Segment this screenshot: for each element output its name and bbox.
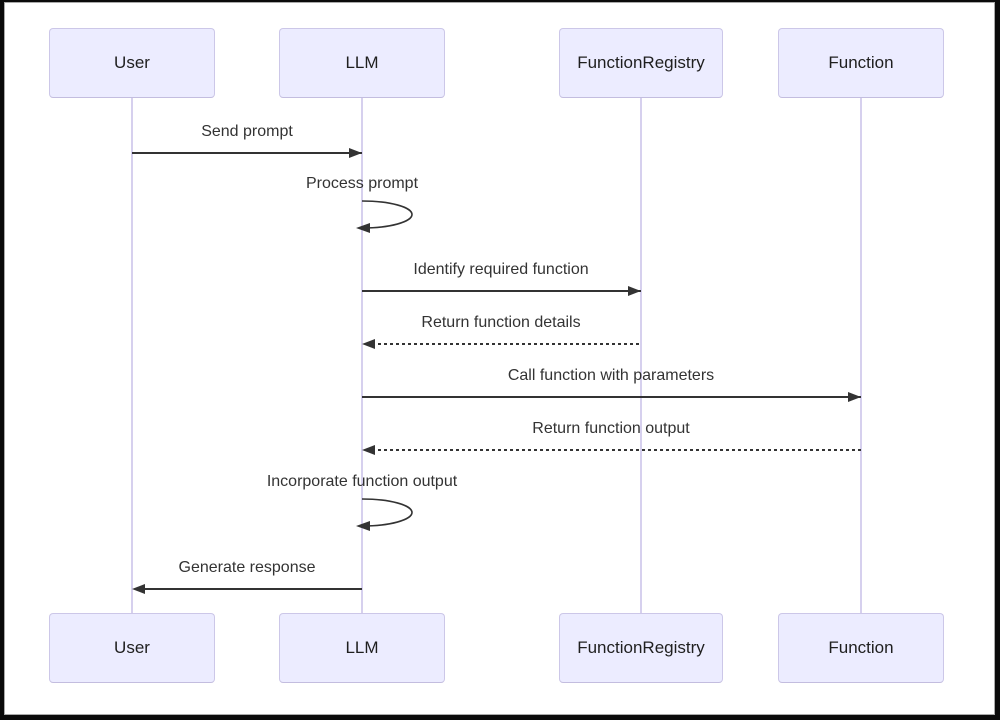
actor-label: Function — [828, 53, 894, 72]
message-label-generate-response: Generate response — [178, 559, 316, 576]
actor-top-llm: LLM — [279, 28, 445, 98]
message-label-call-function-with-parameters: Call function with parameters — [507, 367, 715, 384]
actor-label: LLM — [345, 638, 379, 657]
lifeline-function — [860, 98, 862, 613]
actor-label: User — [114, 53, 150, 72]
actor-bottom-llm: LLM — [279, 613, 445, 683]
message-label-incorporate-function-output: Incorporate function output — [266, 473, 458, 490]
actor-top-functionregistry: FunctionRegistry — [559, 28, 723, 98]
arrowhead-right-icon — [349, 148, 362, 158]
lifeline-llm — [361, 98, 363, 613]
message-label-identify-required-function: Identify required function — [413, 261, 589, 278]
actor-label: FunctionRegistry — [577, 53, 705, 72]
lifeline-functionregistry — [640, 98, 642, 613]
arrowhead-left-icon — [362, 339, 375, 349]
actor-label: User — [114, 638, 150, 657]
self-loop-arrow-icon — [356, 200, 413, 233]
arrowhead-right-icon — [628, 286, 641, 296]
message-line-generate-response — [136, 588, 362, 590]
actor-bottom-functionregistry: FunctionRegistry — [559, 613, 723, 683]
actor-label: Function — [828, 638, 894, 657]
self-loop-arrow-icon — [356, 498, 413, 531]
actor-bottom-user: User — [49, 613, 215, 683]
message-label-return-function-output: Return function output — [532, 420, 690, 437]
message-line-return-function-output — [366, 449, 861, 451]
message-line-send-prompt — [132, 152, 362, 154]
actor-bottom-function: Function — [778, 613, 944, 683]
lifeline-user — [131, 98, 133, 613]
arrowhead-right-icon — [848, 392, 861, 402]
message-line-identify-required-function — [362, 290, 641, 292]
arrowhead-left-icon — [362, 445, 375, 455]
arrowhead-left-icon — [132, 584, 145, 594]
actor-top-function: Function — [778, 28, 944, 98]
actor-top-user: User — [49, 28, 215, 98]
message-line-call-function-with-parameters — [362, 396, 861, 398]
message-label-process-prompt: Process prompt — [305, 175, 419, 192]
message-label-send-prompt: Send prompt — [201, 123, 293, 140]
message-line-return-function-details — [366, 343, 641, 345]
actor-label: LLM — [345, 53, 379, 72]
actor-label: FunctionRegistry — [577, 638, 705, 657]
message-label-return-function-details: Return function details — [421, 314, 581, 331]
